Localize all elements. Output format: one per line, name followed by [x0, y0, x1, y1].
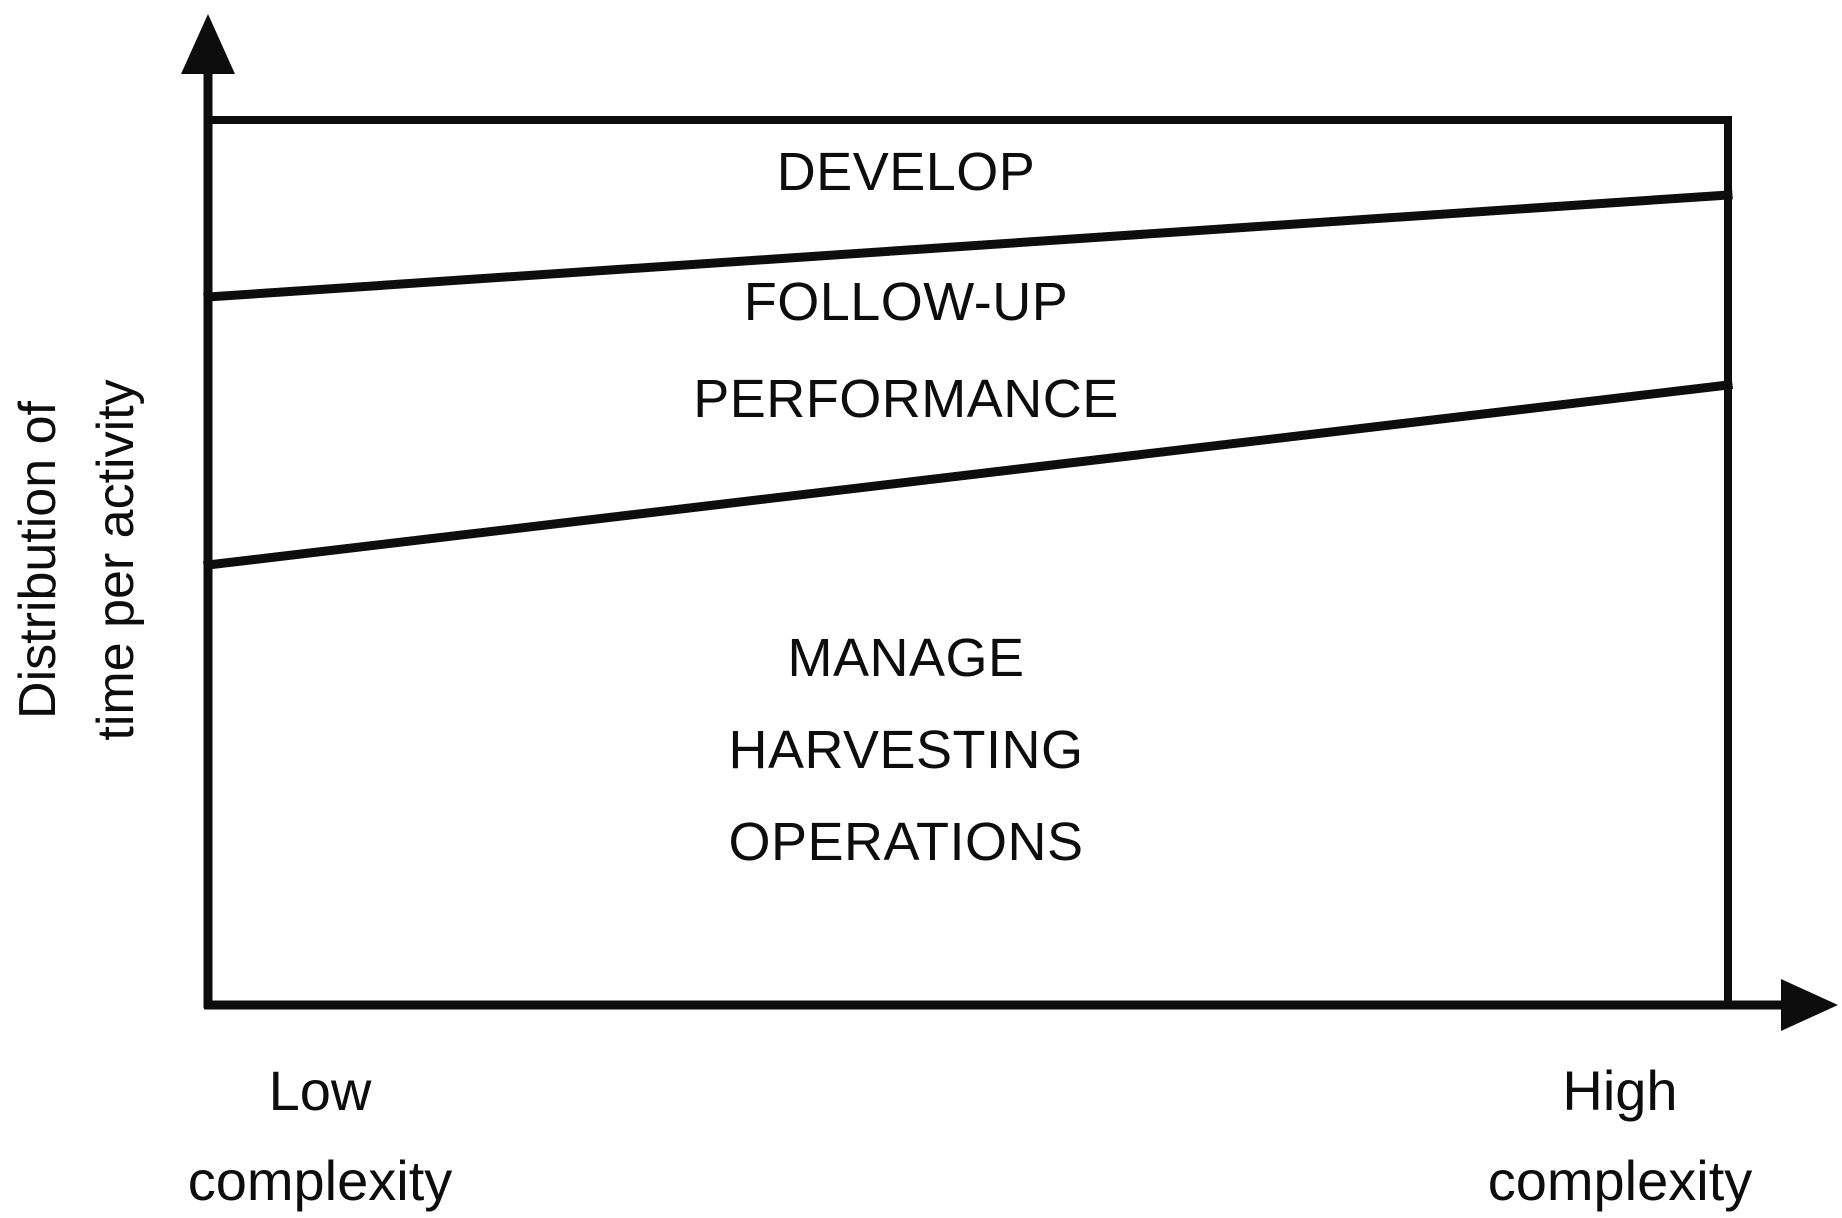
x-axis-tick-high-line1: High: [1562, 1059, 1677, 1122]
x-axis-arrow-icon: [1781, 979, 1838, 1031]
band-divider-develop-followup: [203, 190, 1733, 302]
band-label-manage-line1: MANAGE: [787, 628, 1024, 688]
band-label-develop-group: DEVELOP: [777, 142, 1036, 202]
x-axis-tick-low-line2: complexity: [188, 1149, 453, 1212]
y-axis-title-line1: Distribution of: [9, 400, 67, 718]
x-axis-group: [204, 979, 1838, 1031]
plot-frame: [204, 116, 1732, 1009]
band-divider-followup-manage: [203, 380, 1733, 570]
band-label-manage-line3: OPERATIONS: [728, 812, 1083, 872]
band-label-followup-group: FOLLOW-UP PERFORMANCE: [693, 272, 1119, 429]
y-axis-group: [181, 14, 235, 1008]
band-label-manage-line2: HARVESTING: [728, 720, 1083, 780]
x-axis-tick-high-group: High complexity: [1488, 1059, 1753, 1212]
band-label-develop: DEVELOP: [777, 142, 1036, 202]
x-axis-tick-low-group: Low complexity: [188, 1059, 453, 1212]
y-axis-title-line2: time per activity: [87, 379, 145, 740]
x-axis-tick-high-line2: complexity: [1488, 1149, 1753, 1212]
band-label-followup-line1: FOLLOW-UP: [744, 272, 1069, 332]
y-axis-title-group: Distribution of time per activity: [9, 379, 145, 740]
x-axis-tick-low-line1: Low: [269, 1059, 372, 1122]
y-axis-arrow-icon: [181, 14, 235, 74]
band-label-manage-group: MANAGE HARVESTING OPERATIONS: [728, 628, 1083, 872]
band-label-followup-line2: PERFORMANCE: [693, 369, 1119, 429]
